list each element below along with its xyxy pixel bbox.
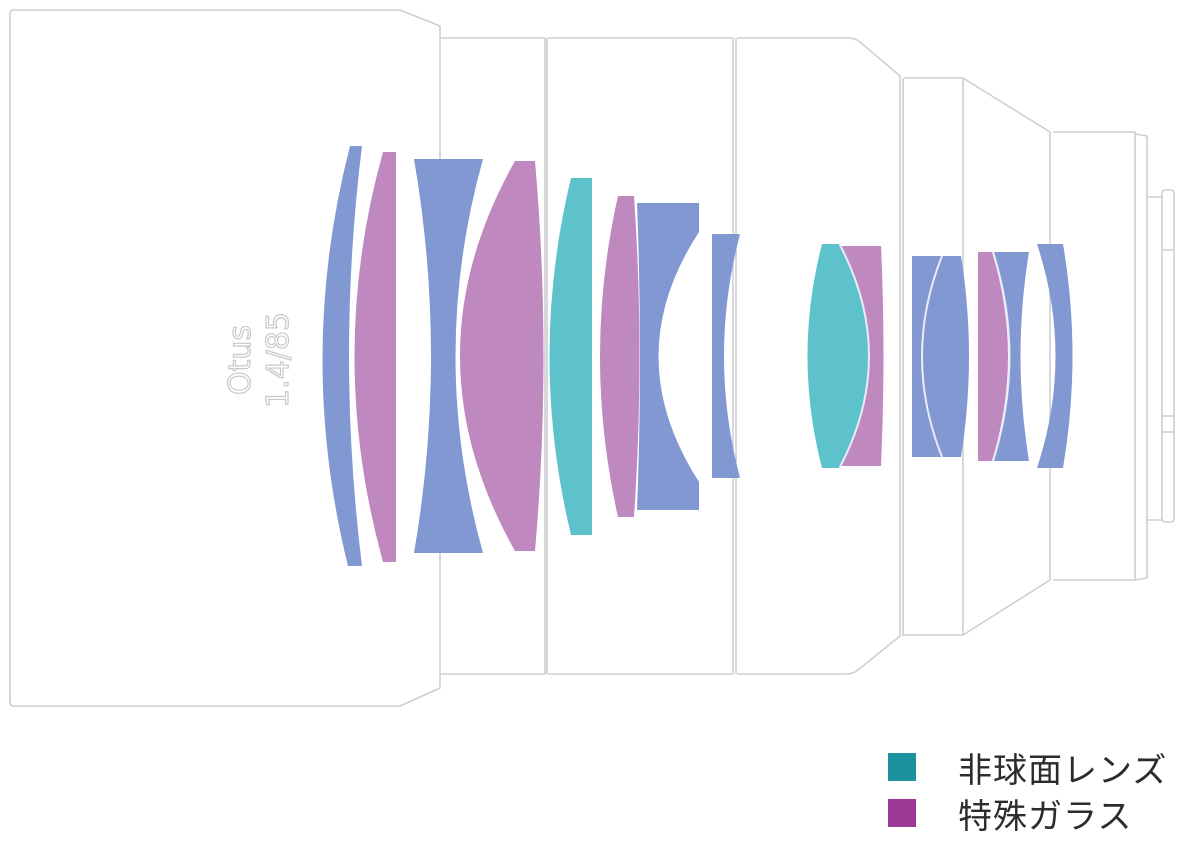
legend-item-aspherical: 非球面レンズ <box>888 744 1168 791</box>
lens-elements <box>322 146 1073 566</box>
lens-element-7 <box>637 203 699 510</box>
lens-element-1 <box>322 146 362 566</box>
lens-element-12 <box>922 256 969 457</box>
legend-swatch-aspherical-icon <box>888 753 916 781</box>
lens-element-4 <box>460 161 544 551</box>
lens-element-2 <box>354 152 396 562</box>
barrel-label: Otus 1.4/85 <box>222 311 296 408</box>
barrel-label-line1: Otus <box>223 325 258 395</box>
lens-element-11 <box>912 256 942 457</box>
lens-element-15 <box>1037 244 1073 468</box>
barrel-label-line2: 1.4/85 <box>261 312 296 408</box>
lens-element-6 <box>600 196 640 517</box>
lens-element-10 <box>841 246 884 466</box>
lens-element-13 <box>978 252 1008 461</box>
lens-element-8 <box>712 234 740 478</box>
lens-barrel-outline <box>9 9 1175 707</box>
lens-element-5 <box>549 178 592 535</box>
legend-swatch-special-glass-icon <box>888 799 916 827</box>
legend-item-special-glass: 特殊ガラス <box>888 790 1167 837</box>
legend-label-aspherical: 非球面レンズ <box>958 750 1168 791</box>
legend-label-special-glass: 特殊ガラス <box>958 796 1133 837</box>
lens-element-14 <box>994 252 1029 461</box>
lens-element-3 <box>414 159 483 553</box>
legend: 非球面レンズ 特殊ガラス <box>888 744 1168 837</box>
lens-element-9 <box>807 244 870 468</box>
